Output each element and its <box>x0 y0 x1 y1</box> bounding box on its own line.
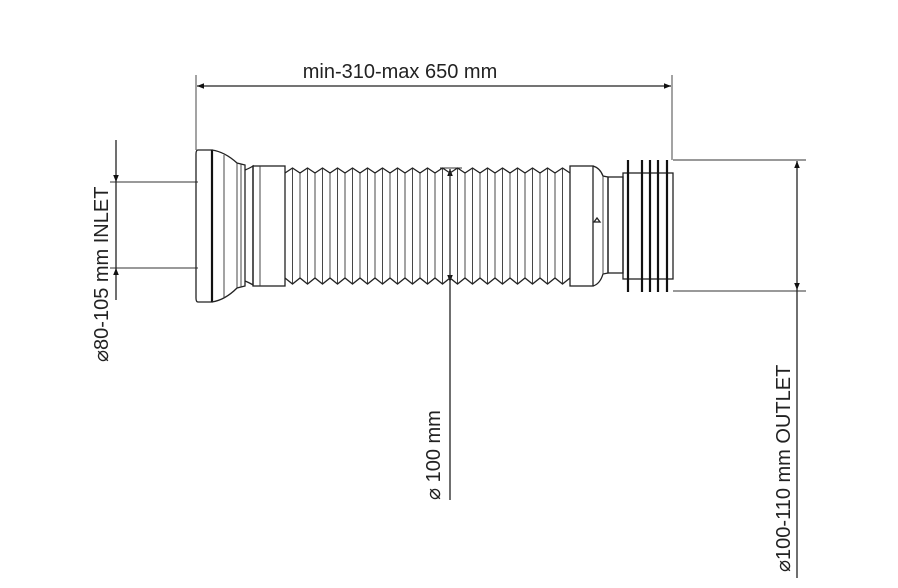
right-collar <box>569 165 594 287</box>
bellows <box>284 167 571 285</box>
pipe-diameter-label: ⌀ 100 mm <box>423 410 445 500</box>
inlet-flange <box>195 149 213 303</box>
bellows-edge <box>284 167 571 174</box>
length-dimension: min-310-max 650 mm <box>195 61 673 160</box>
left-collar <box>252 165 286 287</box>
marker-icon <box>592 216 602 223</box>
length-label: min-310-max 650 mm <box>303 61 498 83</box>
outlet-label: ⌀100-110 mm OUTLET <box>773 365 795 572</box>
bellows-edge <box>284 277 571 285</box>
outlet-spigot <box>622 172 674 280</box>
pipe-body <box>195 149 674 303</box>
outlet-rings <box>626 160 669 292</box>
inlet-dimension: ⌀80-105 mm INLET <box>91 140 198 362</box>
inlet-label: ⌀80-105 mm INLET <box>91 187 113 362</box>
outlet-dimension: ⌀100-110 mm OUTLET <box>673 159 806 578</box>
